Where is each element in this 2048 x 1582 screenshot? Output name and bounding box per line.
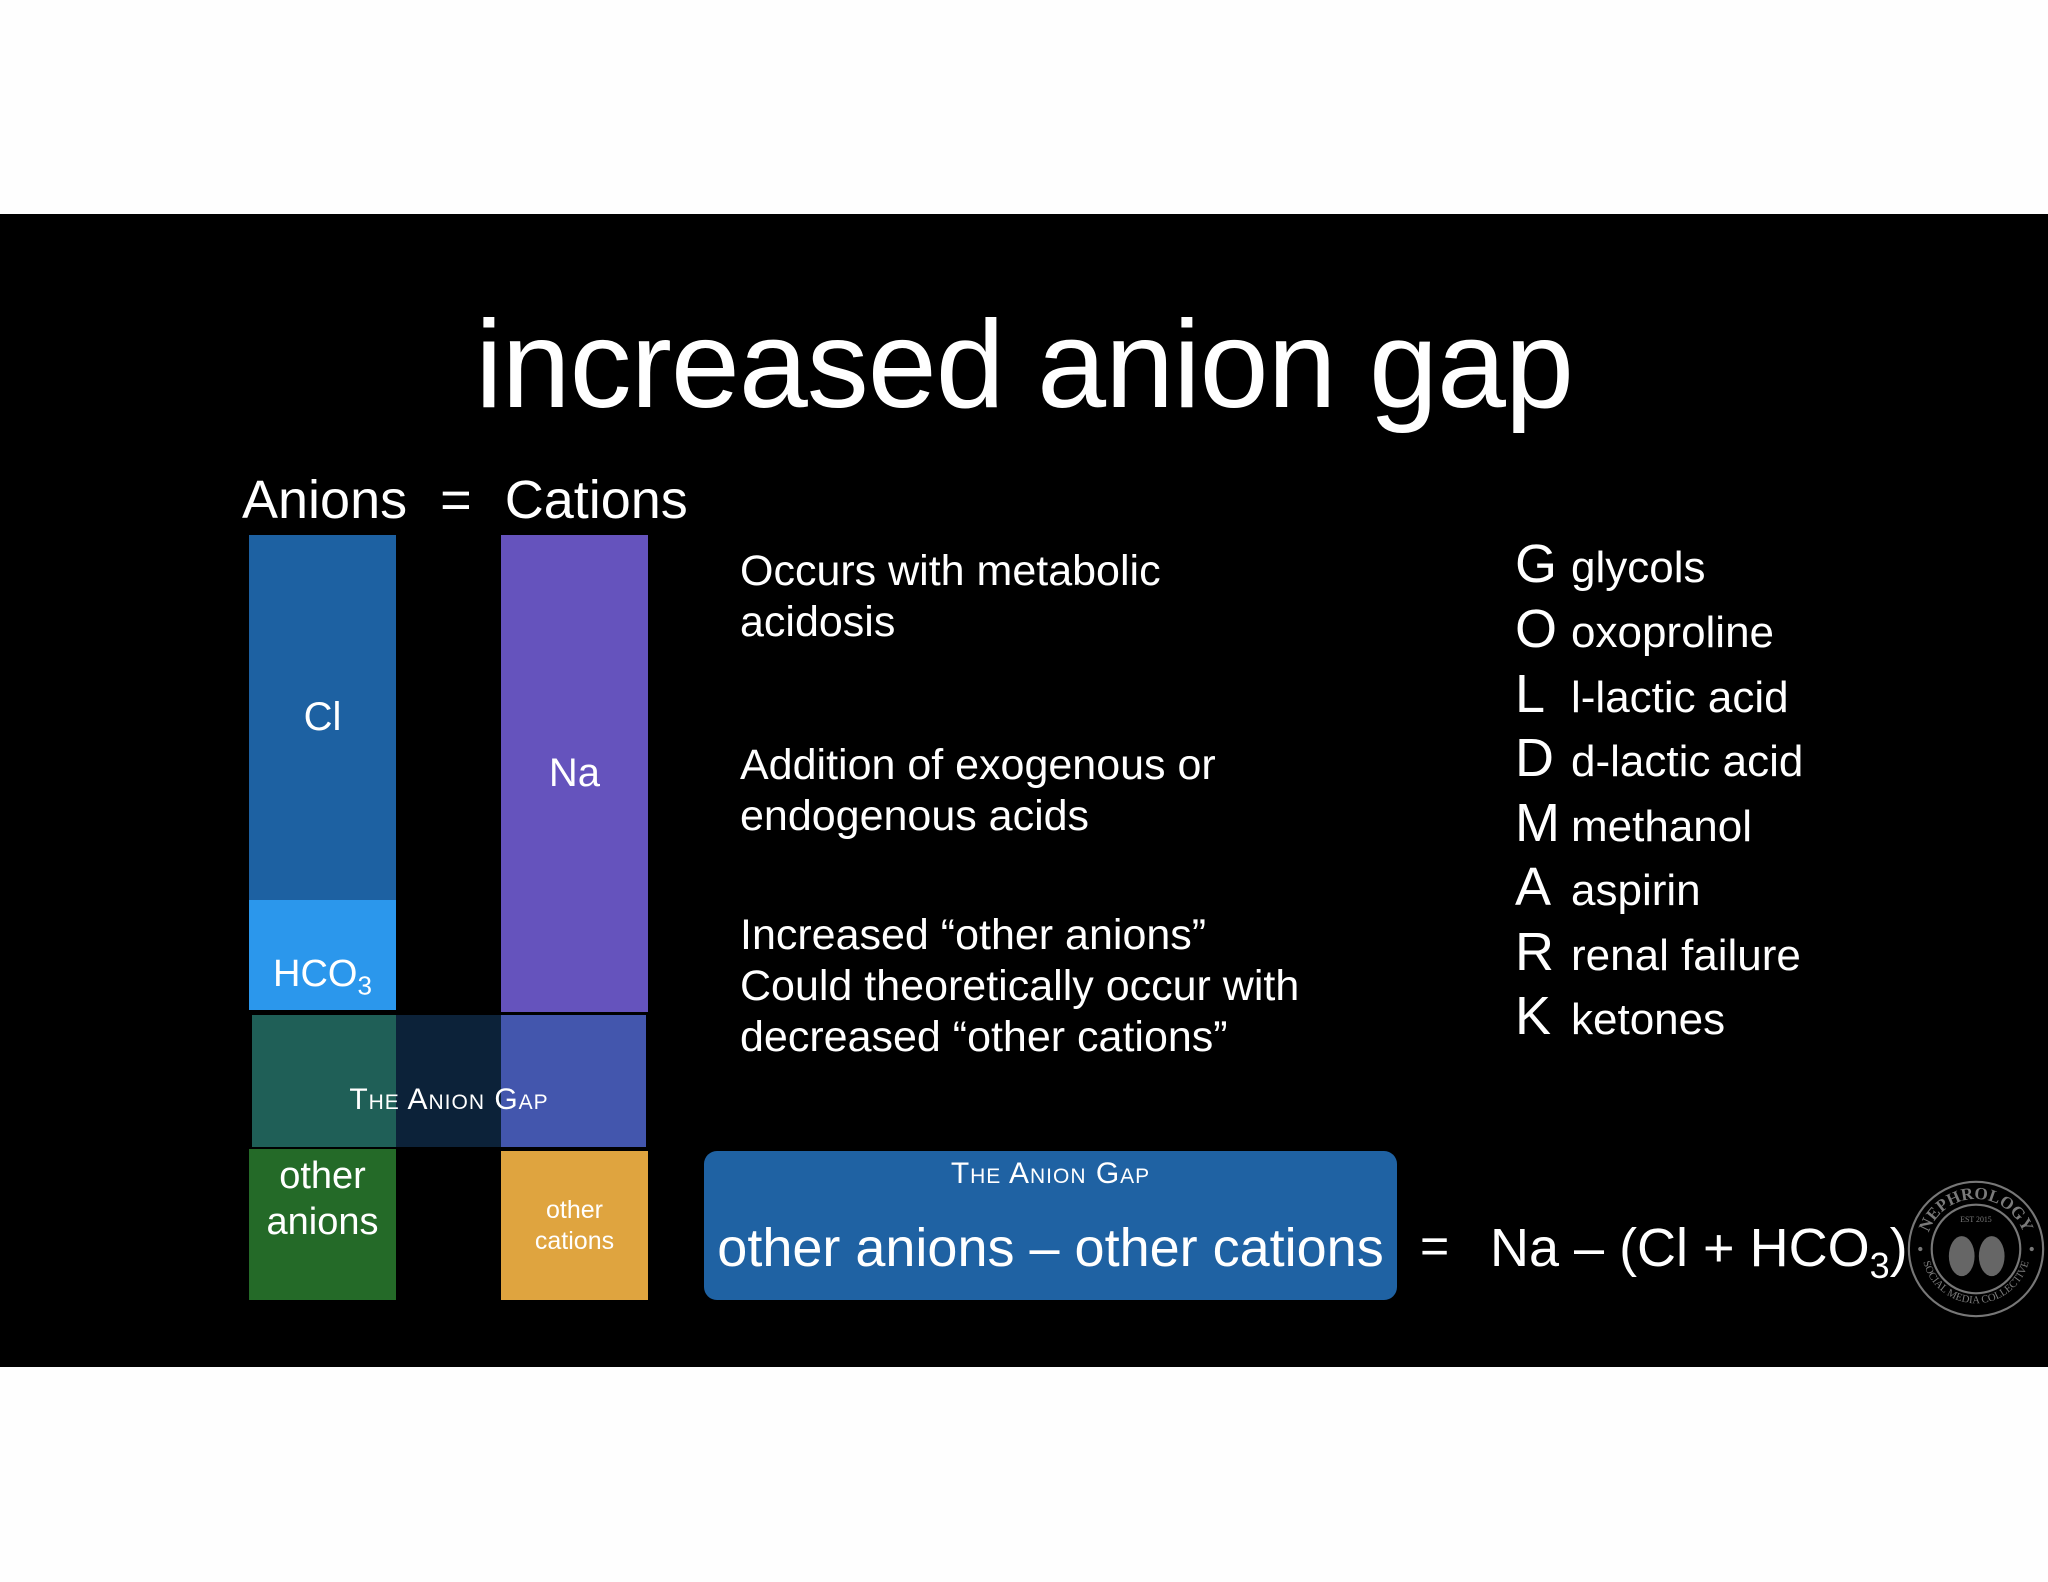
box-title: The Anion Gap: [950, 1157, 1151, 1190]
cations-label: Cations: [504, 470, 688, 530]
svg-text:NEPHROLOGY: NEPHROLOGY: [1915, 1184, 2038, 1235]
cl-block: Cl: [249, 535, 396, 900]
anion-gap-formula-box: The Anion Gap other anions – other catio…: [704, 1151, 1397, 1300]
na-block: Na: [501, 535, 648, 1012]
equals-sign: =: [440, 470, 472, 530]
box-text: other anions – other cations: [717, 1218, 1384, 1278]
hco3-label: HCO3: [273, 953, 372, 1001]
anion-gap-overlay: The Anion Gap: [252, 1015, 646, 1147]
anions-cations-equation: Anions = Cations: [242, 469, 688, 531]
point-3: Increased “other anions”Could theoretica…: [740, 911, 1300, 1061]
other-cations-label: other cations: [534, 1195, 615, 1255]
slide-title: increased anion gap: [475, 296, 1574, 434]
hco3-block: HCO3: [249, 900, 396, 1010]
nephrology-logo: NEPHROLOGY SOCIAL MEDIA COLLECTIVE EST 2…: [1907, 1180, 2045, 1318]
other-anions-label: other anions: [266, 1155, 379, 1243]
slide: increased anion gap Anions = Cations Cl …: [0, 214, 2048, 1367]
na-label: Na: [548, 751, 601, 795]
svg-text:SOCIAL MEDIA COLLECTIVE: SOCIAL MEDIA COLLECTIVE: [1920, 1259, 2031, 1306]
formula-equals: =: [1420, 1218, 1450, 1274]
other-anions-block: other anions: [249, 1149, 396, 1300]
other-cations-block: other cations: [501, 1151, 648, 1300]
anion-gap-label: The Anion Gap: [349, 1083, 549, 1116]
cl-label: Cl: [303, 695, 342, 739]
formula-rhs: Na – (Cl + HCO3): [1490, 1218, 1908, 1286]
svg-text:EST 2015: EST 2015: [1960, 1215, 1992, 1224]
anions-label: Anions: [242, 470, 408, 530]
